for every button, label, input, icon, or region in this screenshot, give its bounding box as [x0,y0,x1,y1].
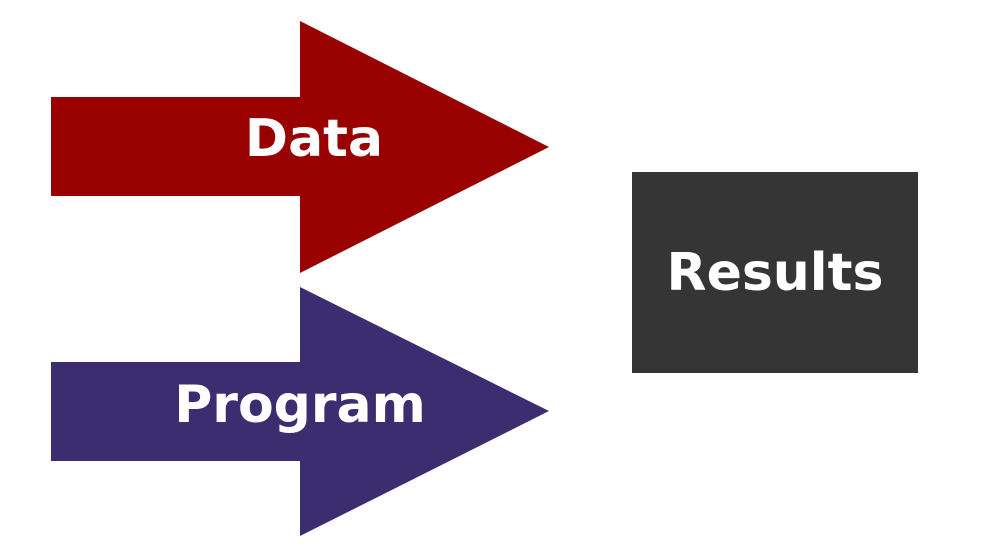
results-label: Results [666,242,884,303]
program-arrow-shape [51,287,549,536]
data-arrow-shape [51,21,549,273]
program-arrow-label: Program [174,375,426,435]
results-box: Results [632,172,918,373]
data-arrow-label: Data [244,109,384,169]
